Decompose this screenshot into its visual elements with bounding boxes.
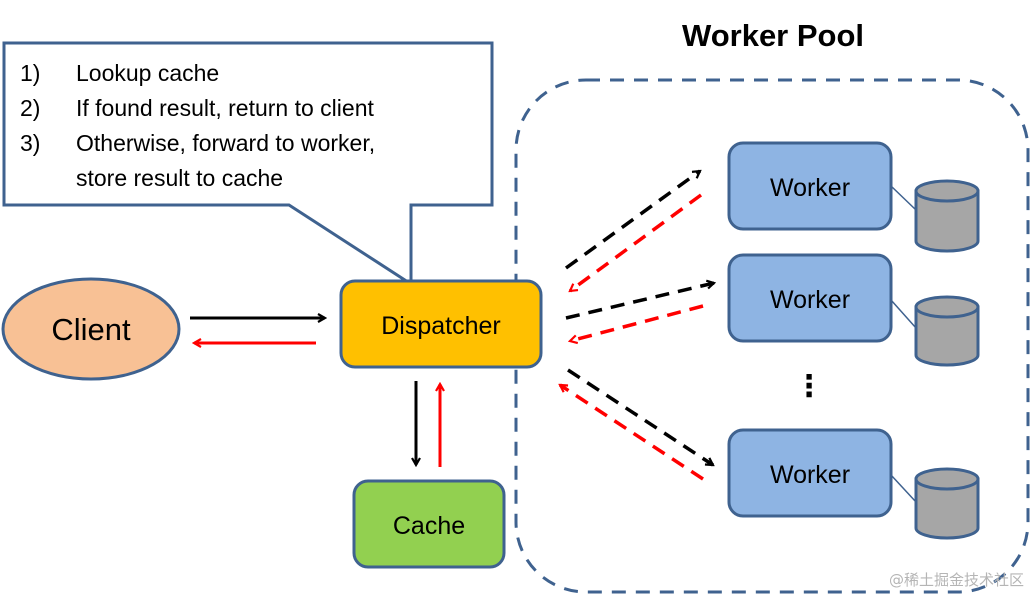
worker-pool-title: Worker Pool	[682, 18, 865, 53]
note-item: 3) Otherwise, forward to worker,	[0, 130, 490, 158]
client-node[interactable]	[1, 277, 181, 381]
database-icon-1	[914, 179, 980, 253]
response-arrow-from-worker-1	[570, 193, 703, 293]
note-item-number: 3)	[20, 130, 41, 156]
cache-node[interactable]	[352, 479, 506, 569]
note-item: store result to cache	[0, 165, 490, 193]
callout-note	[2, 41, 494, 287]
client-label: Client	[51, 312, 131, 347]
note-item-number: 1)	[20, 60, 41, 86]
request-arrow-to-worker-1	[564, 169, 700, 270]
database-icon-2	[914, 295, 980, 367]
note-item-text: Lookup cache	[76, 60, 220, 86]
note-item-text: store result to cache	[76, 165, 284, 191]
worker-label-1: Worker	[770, 174, 850, 202]
note-item: 2) If found result, return to client	[0, 95, 490, 123]
worker-label-3: Worker	[770, 461, 850, 489]
worker-node-2[interactable]	[727, 253, 893, 343]
note-item-text: If found result, return to client	[76, 95, 374, 121]
worker-db-link-3	[890, 474, 917, 503]
note-item: 1) Lookup cache	[0, 60, 490, 88]
note-item-text: Otherwise, forward to worker,	[76, 130, 376, 156]
request-arrow-to-worker-2	[565, 283, 714, 320]
worker-db-link-2	[890, 299, 917, 329]
worker-db-link-1	[890, 185, 917, 211]
database-icon-3	[914, 467, 980, 540]
dispatcher-label: Dispatcher	[381, 312, 501, 340]
note-item-number: 2)	[20, 95, 41, 121]
response-arrow-from-worker-3	[560, 383, 704, 481]
cache-label: Cache	[393, 512, 465, 540]
request-arrow-to-worker-3	[567, 368, 713, 467]
watermark: @稀土掘金技术社区	[888, 571, 1024, 589]
worker-label-2: Worker	[770, 286, 850, 314]
more-workers-ellipsis: ⋮	[794, 370, 824, 403]
worker-node-3[interactable]	[727, 428, 893, 518]
dispatcher-node[interactable]	[339, 279, 543, 369]
